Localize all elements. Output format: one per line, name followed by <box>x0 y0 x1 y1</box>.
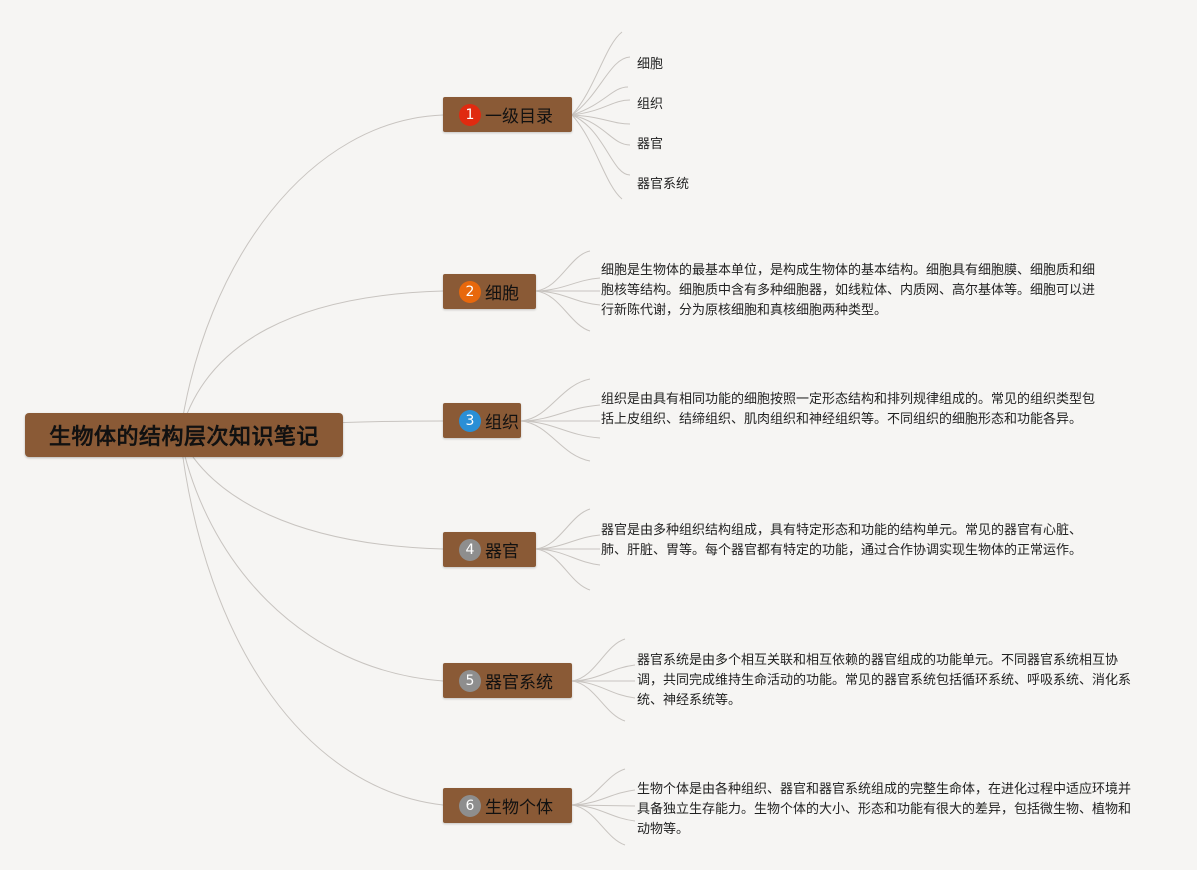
topic-label: 生物个体 <box>485 798 553 818</box>
description-tissue[interactable]: 组织是由具有相同功能的细胞按照一定形态结构和排列规律组成的。常见的组织类型包括上… <box>601 392 1096 427</box>
topic-organism[interactable]: 6 生物个体 <box>443 788 572 823</box>
topic-label: 一级目录 <box>485 107 553 127</box>
topic-label: 器官 <box>485 542 519 562</box>
description-organ[interactable]: 器官是由多种组织结构组成，具有特定形态和功能的结构单元。常见的器官有心脏、肺、肝… <box>601 523 1083 558</box>
topic-tissue[interactable]: 3 组织 <box>443 403 521 438</box>
subtopic-cell[interactable]: 细胞 <box>637 57 664 72</box>
root-topic-label: 生物体的结构层次知识笔记 <box>48 425 319 450</box>
root-topic[interactable]: 生物体的结构层次知识笔记 <box>25 413 343 457</box>
number-badge-1-icon: 1 <box>459 103 481 126</box>
topic-organ-system[interactable]: 5 器官系统 <box>443 663 572 698</box>
number-badge-3-icon: 3 <box>459 409 481 432</box>
number-badge-6-icon: 6 <box>459 794 481 817</box>
subtopic-organ[interactable]: 器官 <box>637 137 664 152</box>
topic-label: 细胞 <box>485 284 519 304</box>
topic-cell[interactable]: 2 细胞 <box>443 274 536 309</box>
description-organism[interactable]: 生物个体是由各种组织、器官和器官系统组成的完整生命体，在进化过程中适应环境并具备… <box>637 782 1132 837</box>
topic-label: 器官系统 <box>485 673 553 693</box>
topic-label: 组织 <box>485 413 519 433</box>
subtopic-tissue[interactable]: 组织 <box>637 97 664 112</box>
subtopic-organ-system[interactable]: 器官系统 <box>637 177 690 192</box>
description-cell[interactable]: 细胞是生物体的最基本单位，是构成生物体的基本结构。细胞具有细胞膜、细胞质和细胞核… <box>601 263 1096 318</box>
number-badge-2-icon: 2 <box>459 280 481 303</box>
number-badge-5-icon: 5 <box>459 669 481 692</box>
topic-contents[interactable]: 1 一级目录 <box>443 97 572 132</box>
description-organ-system[interactable]: 器官系统是由多个相互关联和相互依赖的器官组成的功能单元。不同器官系统相互协调，共… <box>637 653 1132 708</box>
topic-organ[interactable]: 4 器官 <box>443 532 536 567</box>
number-badge-4-icon: 4 <box>459 538 481 561</box>
